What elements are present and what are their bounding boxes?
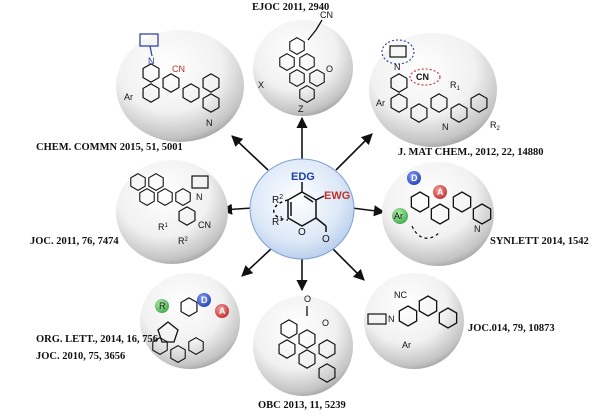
mr-ar: Ar <box>394 211 403 221</box>
sphere-upper-right <box>369 33 497 147</box>
ur-r2: R2 <box>490 120 501 132</box>
ref-bottom: OBC 2013, 11, 5239 <box>258 400 346 411</box>
ur-n-acr: N <box>442 122 449 132</box>
ref-upper-left: CHEM. COMMN 2015, 51, 5001 <box>36 142 183 153</box>
center-ewg: EWG <box>324 190 350 202</box>
ul-ar: Ar <box>124 92 133 102</box>
sphere-upper-left <box>116 30 244 142</box>
ref-mid-right: SYNLETT 2014, 1542 <box>490 236 589 247</box>
top-cn: CN <box>320 10 333 20</box>
ref-lower-left-1: ORG. LETT., 2014, 16, 756 <box>36 334 159 345</box>
ur-ar: Ar <box>376 98 385 108</box>
center-o-carbonyl: O <box>322 234 330 245</box>
arrow-upper-right <box>335 133 373 171</box>
structure-upper-right: N CN R1 R2 Ar N <box>376 39 501 132</box>
arrow-lower-right <box>331 247 365 281</box>
arrow-lower-left <box>241 247 273 277</box>
ur-r1: R1 <box>450 80 461 92</box>
structure-mid-left: N CN R1 R2 <box>130 173 211 246</box>
top-o: O <box>326 64 333 74</box>
center-r2: R2 <box>272 194 283 206</box>
ul-n2: N <box>206 118 213 128</box>
sphere-mid-left <box>116 160 228 264</box>
ul-n1: N <box>148 56 155 66</box>
ml-cn: CN <box>198 220 211 230</box>
mr-a: A <box>437 187 444 197</box>
ml-r2: R2 <box>178 236 189 246</box>
structure-lower-right: NC N Ar <box>367 290 458 350</box>
arrows <box>220 116 386 292</box>
top-z: Z <box>298 104 304 114</box>
ll-d: D <box>201 295 208 305</box>
mr-d: D <box>411 173 418 183</box>
structure-upper-left: N CN Ar N <box>124 33 220 128</box>
center-r1: R1 <box>272 216 283 228</box>
lr-ar: Ar <box>402 340 411 350</box>
ref-mid-left: JOC. 2011, 76, 7474 <box>30 236 119 247</box>
ur-n-pip: N <box>394 62 401 72</box>
ur-cn: CN <box>416 72 429 82</box>
top-x: X <box>258 80 264 90</box>
sphere-lower-right <box>364 273 464 369</box>
center-o-ring: O <box>298 227 306 238</box>
mr-n: N <box>474 224 481 234</box>
lr-nc: NC <box>394 290 407 300</box>
ll-a: A <box>219 306 226 316</box>
structure-bottom: O O <box>278 294 336 383</box>
center-pyranone <box>273 182 327 232</box>
ref-upper-right: J. MAT CHEM., 2012, 22, 14880 <box>398 147 544 158</box>
sphere-lower-left <box>140 273 240 369</box>
center-edg: EDG <box>291 171 315 183</box>
b-o2: O <box>322 318 329 328</box>
structure-lower-left: D A R <box>152 293 229 363</box>
ref-lower-left-2: JOC. 2010, 75, 3656 <box>36 351 126 362</box>
ul-cn: CN <box>172 64 185 74</box>
structure-mid-right: D A Ar N <box>392 171 492 239</box>
ml-r1: R1 <box>158 222 169 232</box>
ref-lower-right: JOC.014, 79, 10873 <box>468 323 555 334</box>
ref-top: EJOC 2011, 2940 <box>252 2 330 13</box>
sphere-mid-right <box>382 162 494 266</box>
arrow-upper-left <box>231 135 269 171</box>
arrow-right <box>351 205 386 217</box>
structure-top: CN O X Z <box>258 10 333 114</box>
lr-n: N <box>388 314 395 324</box>
ml-n: N <box>196 192 203 202</box>
b-o1: O <box>304 294 311 304</box>
center-bubble <box>249 158 355 260</box>
ll-r: R <box>159 301 166 311</box>
